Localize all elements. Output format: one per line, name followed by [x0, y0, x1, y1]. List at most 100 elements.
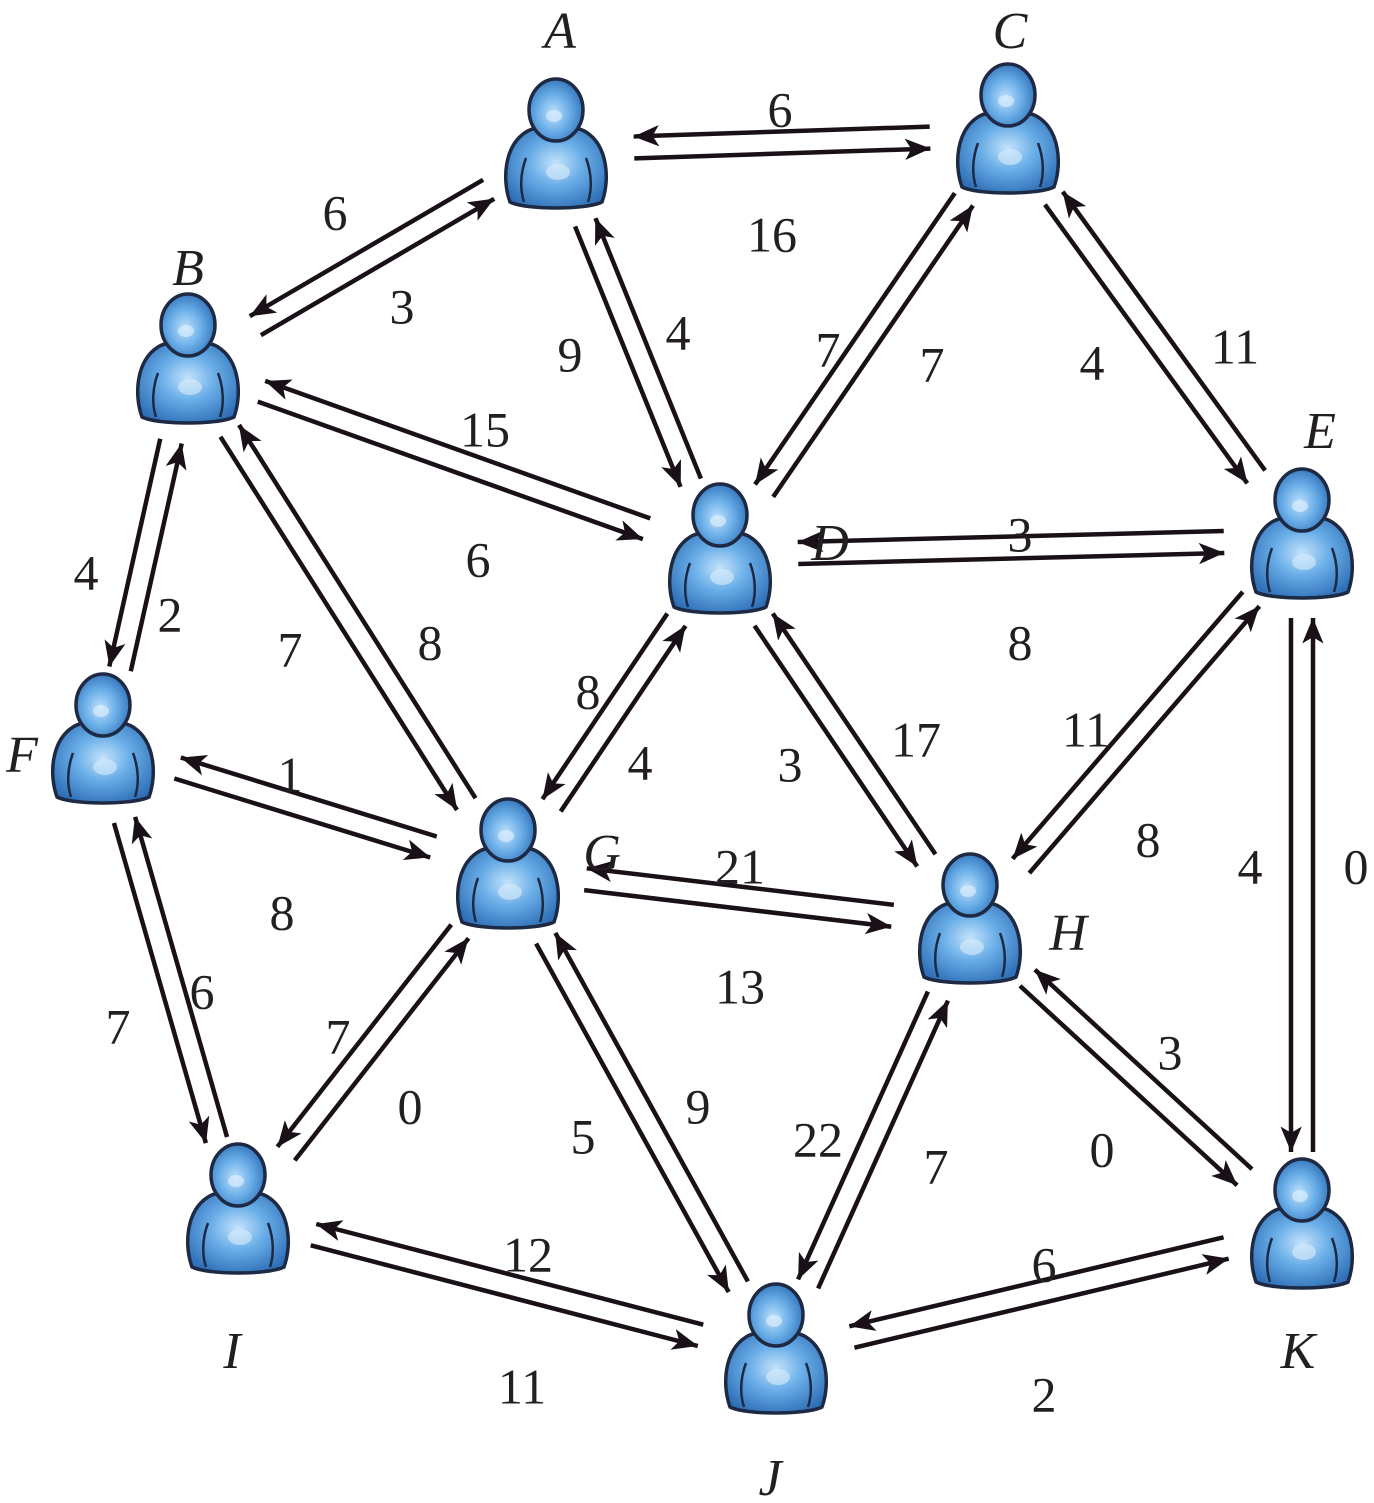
- node-label-a: A: [541, 3, 576, 60]
- edge-weight-i-to-g: 7: [326, 1008, 351, 1064]
- edge-weight-k-to-j: 2: [1032, 1366, 1057, 1422]
- edge-a-to-c: [634, 138, 931, 161]
- edge-j-to-k: [853, 1254, 1230, 1350]
- edge-i-to-g: [292, 936, 471, 1162]
- edge-h-to-k: [1018, 984, 1239, 1187]
- edge-g-to-h: [583, 887, 892, 935]
- edge-g-to-b: [237, 423, 478, 800]
- node-label-f: F: [5, 727, 39, 784]
- edge-weight-c-to-e: 11: [1211, 318, 1259, 374]
- edge-g-to-f: [180, 754, 438, 839]
- edge-b-to-a: [259, 196, 496, 338]
- edge-weight-b-to-f: 4: [74, 544, 99, 600]
- edge-weight-b-to-d: 15: [460, 401, 510, 457]
- edge-f-to-b: [128, 443, 187, 672]
- user-icon-f: [51, 672, 155, 805]
- edge-g-to-d: [558, 624, 688, 813]
- edge-h-to-e: [1027, 604, 1262, 875]
- user-icon-e: [1250, 467, 1354, 600]
- edge-weight-d-to-a: 4: [666, 304, 691, 360]
- edge-weight-h-to-k: 3: [1158, 1024, 1183, 1080]
- edge-weight-e-to-c: 4: [1080, 334, 1105, 390]
- edge-weight-c-to-a: 16: [747, 206, 797, 262]
- edge-c-to-e: [1043, 203, 1250, 485]
- edge-a-to-b: [248, 177, 485, 319]
- edge-d-to-a: [593, 217, 704, 480]
- edge-e-to-d: [797, 528, 1224, 553]
- edge-weight-i-to-j: 12: [503, 1226, 553, 1282]
- edge-h-to-d: [770, 612, 938, 856]
- edges-layer: [104, 124, 1324, 1350]
- edge-j-to-g: [553, 931, 750, 1283]
- edge-weight-d-to-e: 3: [1008, 506, 1033, 562]
- edge-weight-c-to-d: 7: [920, 336, 945, 392]
- user-icon-h: [918, 852, 1022, 985]
- user-icon-d: [668, 482, 772, 615]
- edge-weight-j-to-k: 6: [1032, 1236, 1057, 1292]
- edge-weight-a-to-b: 3: [390, 278, 415, 334]
- edge-d-to-b: [264, 378, 652, 521]
- edge-k-to-h: [1033, 968, 1254, 1171]
- nodes-layer: [51, 62, 1354, 1415]
- edge-weight-a-to-d: 9: [558, 326, 583, 382]
- edge-weight-k-to-h: 0: [1090, 1121, 1115, 1177]
- edge-weight-f-to-g: 1: [278, 746, 303, 802]
- edge-weight-g-to-j: 5: [571, 1108, 596, 1164]
- node-label-i: I: [222, 1323, 243, 1380]
- edge-weight-h-to-e: 11: [1062, 701, 1110, 757]
- node-label-j: J: [758, 1450, 784, 1503]
- edge-i-to-j: [310, 1243, 699, 1350]
- edge-weight-d-to-c: 7: [816, 321, 841, 377]
- edge-weight-j-to-i: 11: [498, 1358, 546, 1414]
- edge-weight-a-to-c: 6: [768, 81, 793, 137]
- user-icon-a: [504, 77, 608, 210]
- edge-d-to-e: [798, 542, 1225, 567]
- edge-weight-j-to-g: 9: [686, 1078, 711, 1134]
- node-label-b: B: [172, 240, 204, 297]
- user-icon-i: [186, 1142, 290, 1275]
- edge-g-to-i: [275, 923, 454, 1149]
- edge-weight-f-to-i: 7: [106, 998, 131, 1054]
- edge-weight-d-to-b: 6: [466, 531, 491, 587]
- edge-f-to-g: [173, 776, 431, 861]
- edge-weight-e-to-h: 8: [1136, 811, 1161, 867]
- edge-b-to-f: [104, 438, 163, 667]
- edge-d-to-h: [752, 624, 920, 868]
- edge-c-to-d: [753, 191, 957, 486]
- edge-g-to-j: [534, 942, 731, 1294]
- user-icon-j: [724, 1282, 828, 1415]
- edge-weight-g-to-f: 8: [270, 884, 295, 940]
- edge-j-to-i: [315, 1220, 704, 1327]
- user-icon-b: [136, 292, 240, 425]
- edge-i-to-f: [131, 816, 230, 1138]
- node-label-h: H: [1048, 905, 1089, 962]
- edge-weight-h-to-d: 3: [778, 736, 803, 792]
- edge-weight-f-to-b: 2: [158, 586, 183, 642]
- edge-weight-b-to-g: 8: [418, 614, 443, 670]
- edge-weight-j-to-h: 22: [793, 1111, 843, 1167]
- edge-weight-k-to-e: 4: [1238, 838, 1263, 894]
- node-label-g: G: [583, 825, 621, 882]
- user-icon-k: [1250, 1157, 1354, 1290]
- edge-h-to-j: [795, 990, 930, 1281]
- edge-weight-g-to-b: 7: [278, 621, 303, 677]
- edge-d-to-g: [540, 612, 670, 801]
- edge-h-to-g: [586, 860, 895, 908]
- edge-weight-e-to-d: 8: [1008, 614, 1033, 670]
- edge-a-to-d: [572, 225, 683, 488]
- edge-c-to-a: [633, 124, 930, 147]
- edge-weight-h-to-g: 13: [715, 958, 765, 1014]
- edge-weight-d-to-h: 17: [891, 711, 941, 767]
- edge-k-to-j: [848, 1235, 1225, 1331]
- edge-f-to-i: [111, 822, 210, 1144]
- user-icon-c: [956, 62, 1060, 195]
- node-label-e: E: [1303, 403, 1336, 460]
- edge-j-to-h: [816, 999, 951, 1290]
- edge-e-to-c: [1060, 190, 1267, 472]
- edge-weight-b-to-a: 6: [323, 184, 348, 240]
- edge-weight-d-to-g: 4: [628, 734, 653, 790]
- node-label-d: D: [810, 515, 849, 572]
